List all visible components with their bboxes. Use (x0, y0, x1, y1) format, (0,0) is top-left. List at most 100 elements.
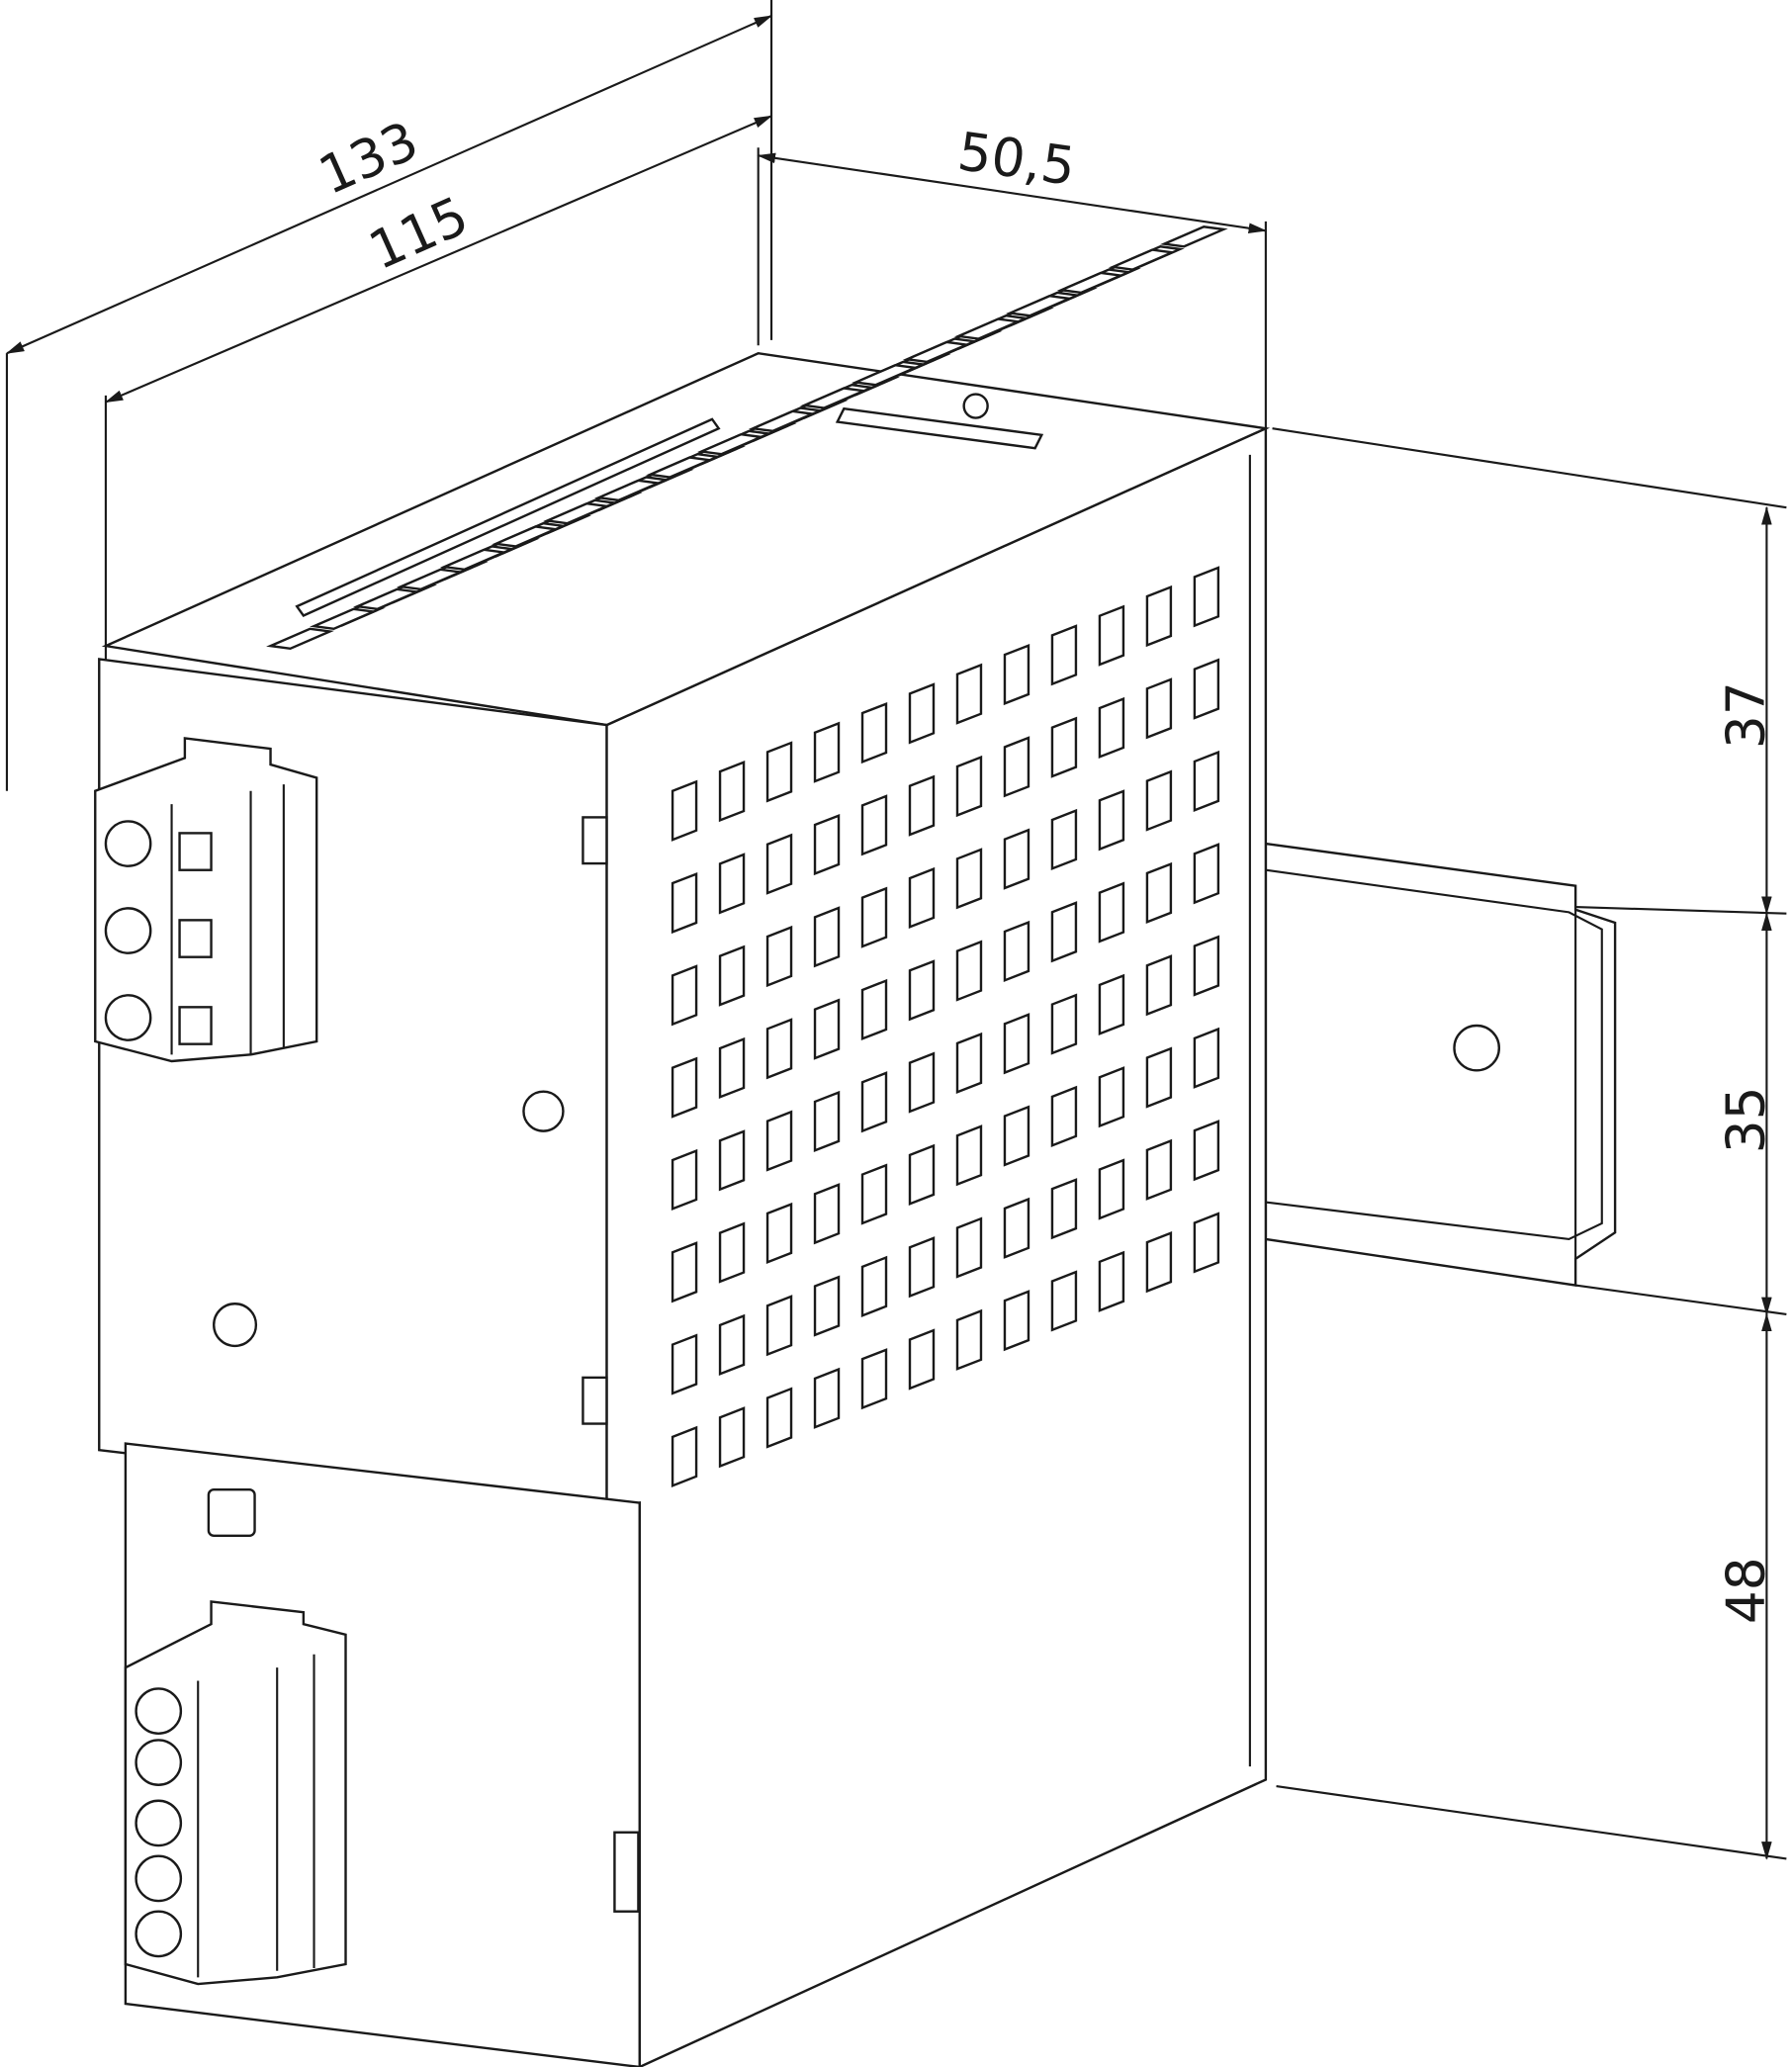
vent-slot (860, 701, 888, 764)
vent-slot (1098, 789, 1125, 852)
vent-slot (1193, 1027, 1220, 1089)
housing (98, 225, 1271, 2067)
vent-slot (1003, 1197, 1030, 1259)
top-vent-slot (799, 387, 868, 409)
vent-slot (1098, 1158, 1125, 1220)
led-window (207, 1487, 256, 1538)
dim-label-133: 133 (311, 110, 427, 207)
top-vent-slot (645, 456, 714, 479)
vent-slot (765, 741, 793, 803)
vent-slot (860, 794, 888, 856)
vent-slot (671, 1333, 698, 1395)
vent-slot (718, 1313, 746, 1376)
vent-slot (908, 1051, 936, 1114)
vent-slot (1145, 769, 1173, 832)
vent-slot (955, 1216, 983, 1279)
vent-slot (765, 1295, 793, 1357)
vent-slot (671, 779, 698, 842)
vent-slot (1193, 750, 1220, 813)
vent-slot (908, 1236, 936, 1299)
vent-slot (765, 1110, 793, 1172)
vent-slot (1193, 658, 1220, 720)
top-vent-slot (310, 607, 378, 631)
vent-slot (908, 866, 936, 930)
vent-slot (1193, 935, 1220, 997)
vent-slot (1050, 993, 1078, 1055)
vent-slot (1003, 828, 1030, 890)
top-vent-slot (1159, 225, 1228, 248)
vent-slot (955, 1308, 983, 1371)
top-vents (266, 225, 1228, 651)
dimension-lines (5, 0, 1787, 1860)
top-vent-slot (492, 525, 560, 548)
top-face (101, 351, 1271, 727)
vent-slot (1098, 881, 1125, 944)
vent-slot (1003, 920, 1030, 983)
vent-slot (1193, 843, 1220, 905)
vent-slot (1050, 624, 1078, 686)
vent-slot (1145, 1138, 1173, 1201)
vent-slot (671, 1241, 698, 1303)
vent-slot (860, 886, 888, 948)
vent-slot (813, 906, 841, 968)
vent-slot (955, 1124, 983, 1187)
rail-mounting-hole (1453, 1024, 1501, 1072)
vent-slot (860, 1163, 888, 1225)
dim-label-37: 37 (1716, 681, 1777, 749)
dim-label-48: 48 (1716, 1557, 1777, 1624)
vent-slot (765, 1202, 793, 1264)
vent-slot (1050, 716, 1078, 778)
vent-slot (908, 1328, 936, 1391)
top-vent-slot (353, 587, 421, 611)
vent-slot (813, 1090, 841, 1153)
vent-slot (1098, 604, 1125, 667)
top-vent-slot (902, 340, 971, 364)
vent-slot (1050, 1270, 1078, 1332)
vent-slot (955, 1032, 983, 1094)
vent-slot (1003, 1105, 1030, 1167)
vent-slot (1003, 643, 1030, 706)
vent-slot (718, 944, 746, 1007)
vent-slot (813, 721, 841, 783)
vent-slot (1098, 1250, 1125, 1312)
vent-slot (1003, 736, 1030, 798)
vent-slot (908, 774, 936, 837)
top-vent-slot (851, 363, 920, 387)
vent-slot (860, 978, 888, 1041)
front-hole-lower (213, 1303, 258, 1348)
vent-slot (1145, 954, 1173, 1017)
vent-slot (1145, 677, 1173, 740)
vent-slot (1145, 584, 1173, 648)
top-vent-slot (953, 317, 1023, 340)
dim-label-50-5: 50,5 (954, 121, 1079, 198)
vent-slot (718, 760, 746, 823)
top-vent-slot (397, 568, 465, 591)
vent-slot (1145, 1046, 1173, 1109)
side-vents (671, 566, 1220, 1487)
vent-slot (813, 998, 841, 1060)
top-vent-slot (543, 501, 611, 525)
vent-slot (813, 1183, 841, 1245)
top-vent-slot (1108, 248, 1177, 271)
vent-slot (765, 925, 793, 988)
vent-slot (1193, 1212, 1220, 1274)
vent-slot (718, 1221, 746, 1284)
vent-slot (955, 755, 983, 818)
dim-label-35: 35 (1716, 1086, 1777, 1153)
vent-slot (1003, 1290, 1030, 1352)
vent-slot (955, 848, 983, 910)
vent-slot (813, 1367, 841, 1429)
vent-slot (1050, 901, 1078, 963)
front-hole-upper (522, 1090, 565, 1132)
vent-slot (671, 964, 698, 1027)
vent-slot (1050, 808, 1078, 871)
vent-slot (1050, 1085, 1078, 1147)
top-vent-slot (593, 479, 663, 502)
vent-slot (1050, 1178, 1078, 1240)
vent-slot (1145, 1231, 1173, 1294)
top-vent-slot (748, 409, 817, 433)
vent-slot (718, 1036, 746, 1100)
vent-slot (671, 1148, 698, 1212)
vent-slot (860, 1071, 888, 1133)
